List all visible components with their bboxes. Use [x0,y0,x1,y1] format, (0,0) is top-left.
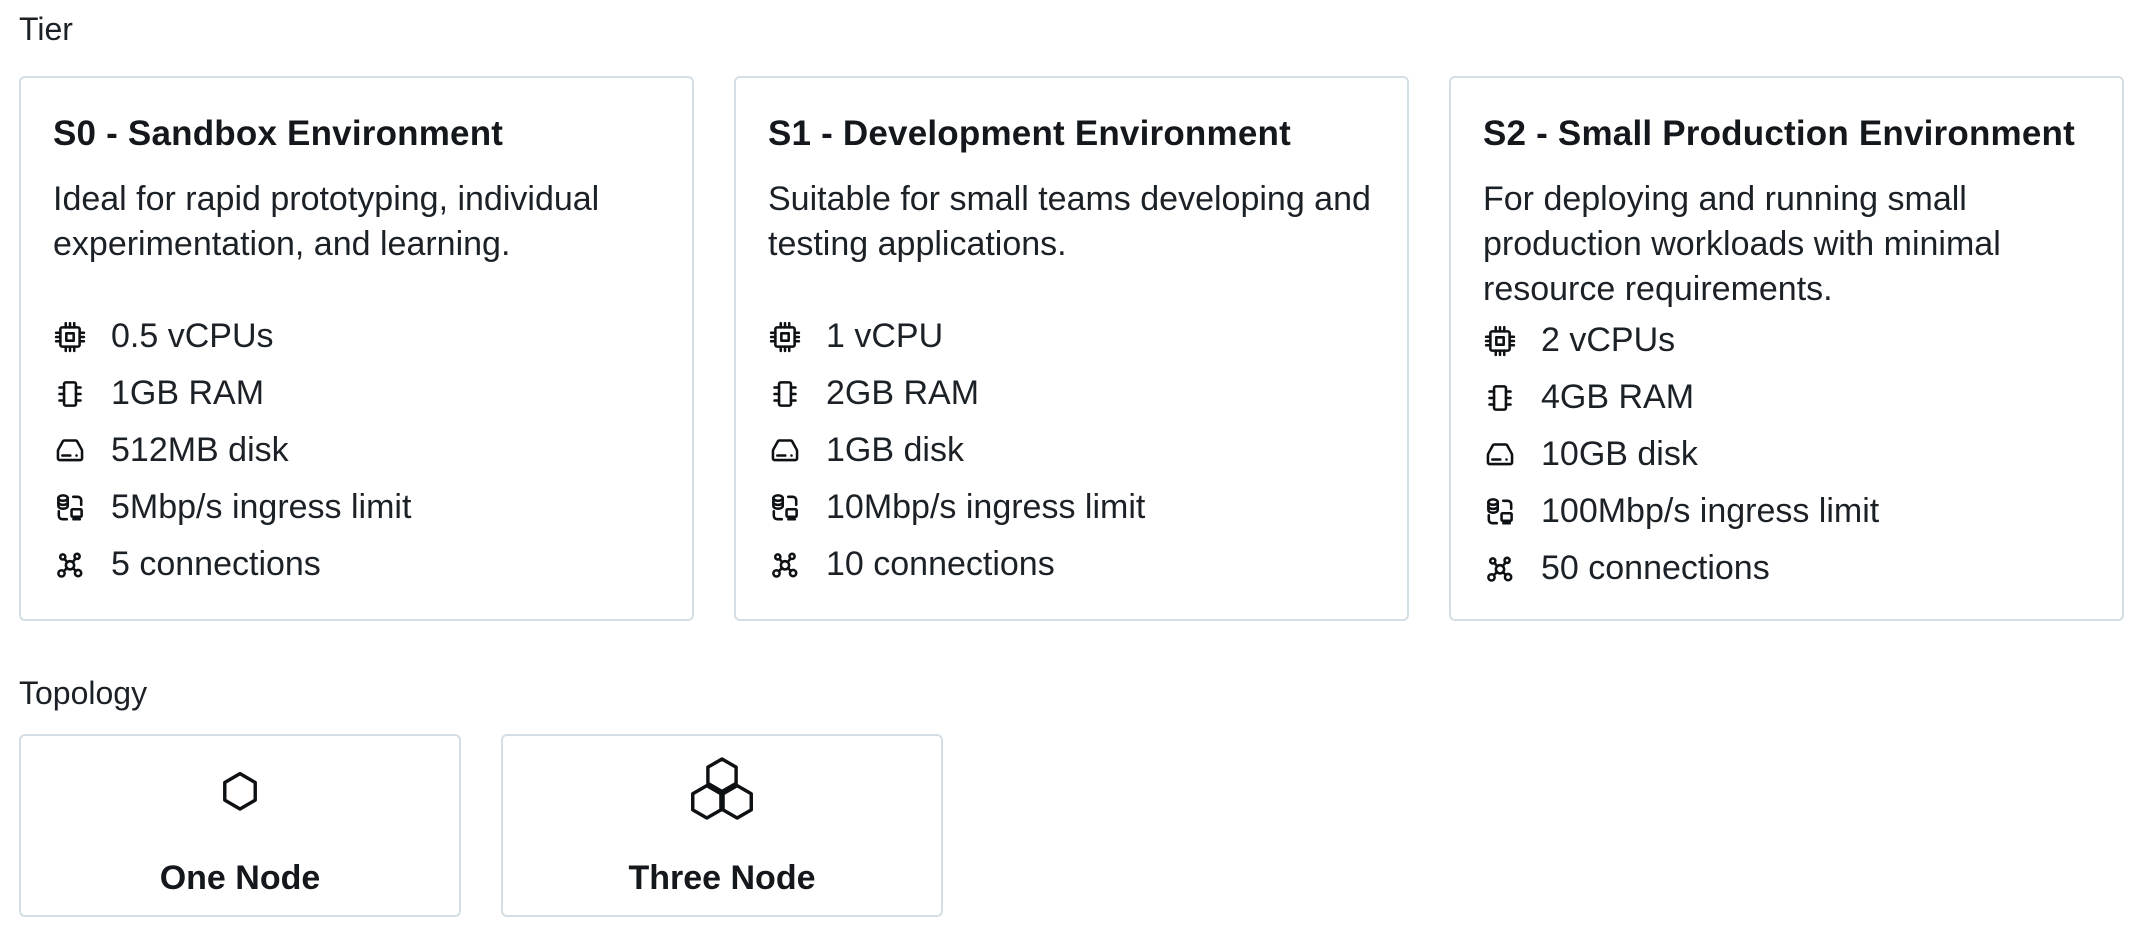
spec-row-connections: 5 connections [53,536,660,593]
three-node-hexagons-icon [686,757,758,825]
topology-icon-box [222,753,258,829]
spec-row-ingress: 100Mbp/s ingress limit [1483,483,2090,540]
spec-row-ram: 4GB RAM [1483,369,2090,426]
topology-section-label: Topology [19,675,148,711]
cpu-icon [1483,324,1517,358]
topology-option-label: One Node [159,859,321,897]
tier-card-title: S1 - Development Environment [768,114,1291,153]
tier-card-s2[interactable]: S2 - Small Production Environment For de… [1449,76,2124,621]
spec-row-connections: 50 connections [1483,540,2090,597]
spec-text: 1 vCPU [826,317,944,355]
spec-row-ram: 2GB RAM [768,365,1375,422]
one-node-hexagon-icon [222,771,258,811]
tier-card-spec-list: 0.5 vCPUs 1GB RAM 512MB disk 5Mbp/s ingr… [53,308,660,593]
cpu-icon [768,320,802,354]
ram-icon [1483,381,1517,415]
spec-row-disk: 10GB disk [1483,426,2090,483]
spec-text: 0.5 vCPUs [111,317,274,355]
spec-row-cpu: 1 vCPU [768,308,1375,365]
spec-text: 1GB RAM [111,374,265,412]
tier-section-label: Tier [19,11,73,47]
tier-card-spec-list: 2 vCPUs 4GB RAM 10GB disk 100Mbp/s ingre… [1483,312,2090,597]
topology-card-one-node[interactable]: One Node [19,734,461,917]
topology-option-label: Three Node [628,859,816,897]
disk-icon [768,434,802,468]
spec-row-disk: 512MB disk [53,422,660,479]
ingress-icon [768,491,802,525]
ram-icon [53,377,87,411]
tier-card-s1[interactable]: S1 - Development Environment Suitable fo… [734,76,1409,621]
spec-text: 5 connections [111,545,321,583]
spec-text: 10Mbp/s ingress limit [826,488,1146,526]
tier-options: S0 - Sandbox Environment Ideal for rapid… [19,76,2124,621]
spec-row-ingress: 5Mbp/s ingress limit [53,479,660,536]
tier-card-title: S2 - Small Production Environment [1483,114,2075,153]
spec-row-ingress: 10Mbp/s ingress limit [768,479,1375,536]
connections-icon [1483,552,1517,586]
ingress-icon [1483,495,1517,529]
topology-card-three-node[interactable]: Three Node [501,734,943,917]
spec-text: 50 connections [1541,549,1770,587]
spec-row-cpu: 0.5 vCPUs [53,308,660,365]
spec-text: 512MB disk [111,431,289,469]
spec-row-ram: 1GB RAM [53,365,660,422]
tier-card-description: For deploying and running small producti… [1483,180,2001,308]
spec-text: 2 vCPUs [1541,321,1676,359]
spec-row-disk: 1GB disk [768,422,1375,479]
topology-icon-box [686,753,758,829]
tier-card-title: S0 - Sandbox Environment [53,114,504,153]
spec-text: 10 connections [826,545,1055,583]
tier-card-description: Ideal for rapid prototyping, individual … [53,180,600,263]
ingress-icon [53,491,87,525]
spec-text: 2GB RAM [826,374,980,412]
ram-icon [768,377,802,411]
spec-text: 100Mbp/s ingress limit [1541,492,1880,530]
connections-icon [53,548,87,582]
tier-card-description: Suitable for small teams developing and … [768,180,1371,263]
spec-text: 1GB disk [826,431,964,469]
disk-icon [1483,438,1517,472]
connections-icon [768,548,802,582]
tier-card-spec-list: 1 vCPU 2GB RAM 1GB disk 10Mbp/s ingress … [768,308,1375,593]
spec-text: 4GB RAM [1541,378,1695,416]
tier-card-s0[interactable]: S0 - Sandbox Environment Ideal for rapid… [19,76,694,621]
spec-row-cpu: 2 vCPUs [1483,312,2090,369]
spec-text: 10GB disk [1541,435,1698,473]
disk-icon [53,434,87,468]
spec-row-connections: 10 connections [768,536,1375,593]
topology-options: One Node Three Node [19,734,2124,917]
spec-text: 5Mbp/s ingress limit [111,488,412,526]
cpu-icon [53,320,87,354]
